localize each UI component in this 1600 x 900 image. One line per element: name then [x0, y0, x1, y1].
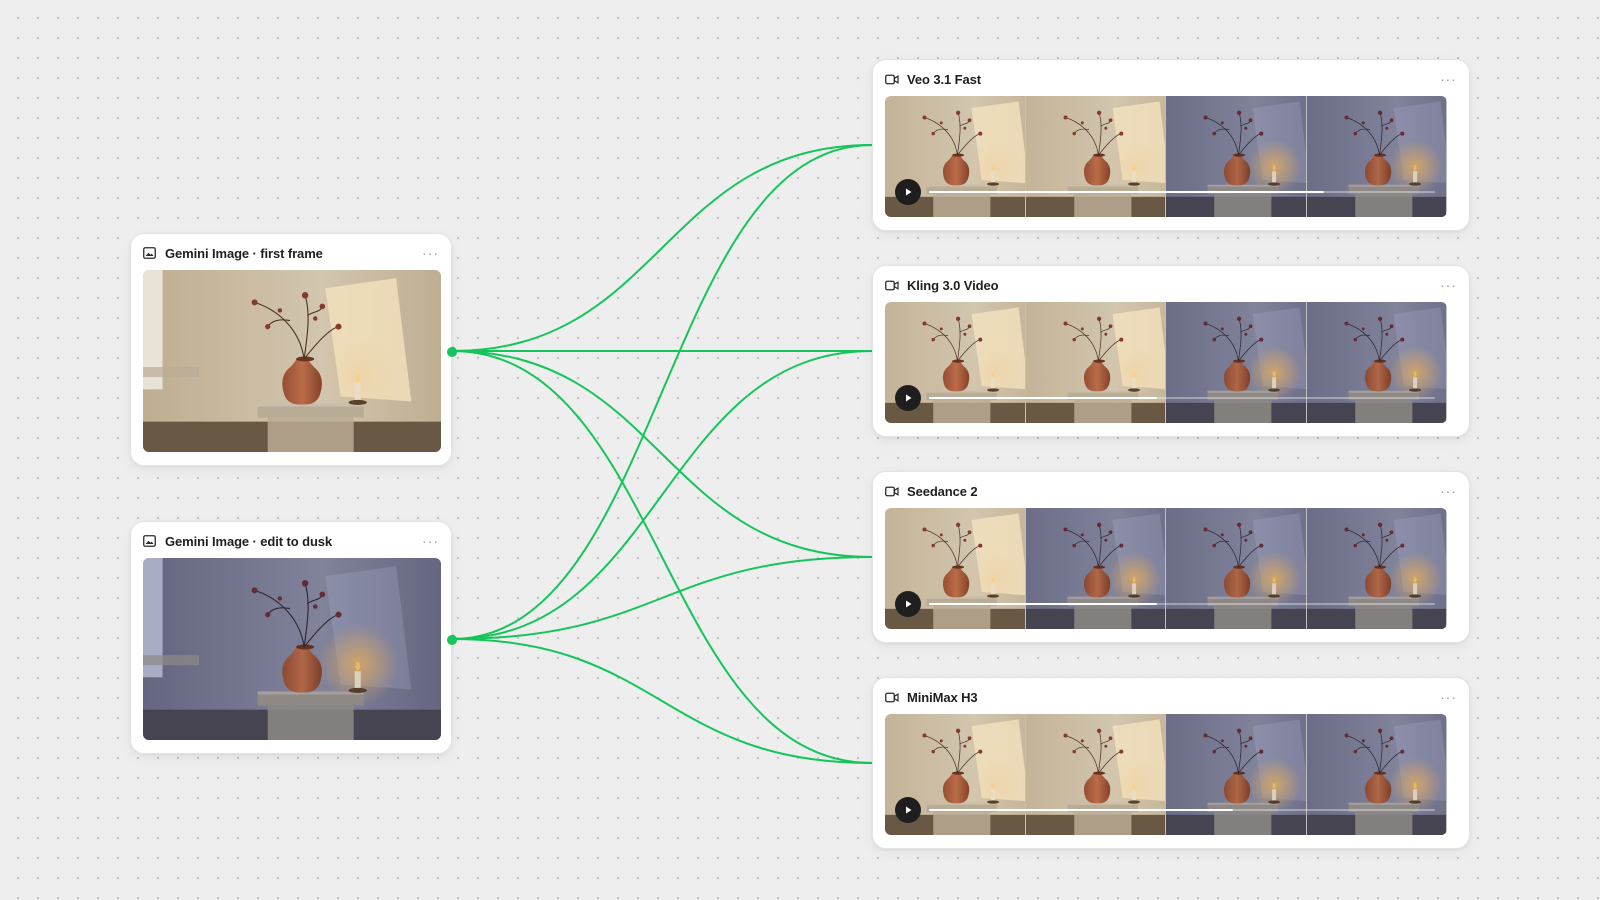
more-options-icon[interactable]: ···: [1440, 71, 1457, 87]
video-preview[interactable]: [885, 714, 1447, 835]
node-header: Veo 3.1 Fast ···: [885, 70, 1457, 88]
play-button[interactable]: [895, 797, 921, 823]
video-frame: [994, 96, 1197, 217]
node-header: Gemini Image · first frame ···: [143, 244, 439, 262]
still-life-illustration: [994, 508, 1197, 629]
video-frame: [1275, 714, 1447, 835]
output-handle[interactable]: [447, 635, 457, 645]
still-life-illustration: [1134, 96, 1337, 217]
connection-edge[interactable]: [451, 556, 873, 640]
image-preview: [143, 270, 441, 452]
video-node-veo[interactable]: Veo 3.1 Fast ···: [872, 59, 1470, 231]
video-progress-bar[interactable]: [929, 809, 1435, 811]
still-life-illustration: [1134, 302, 1337, 423]
connection-edge[interactable]: [451, 350, 873, 558]
node-header: Kling 3.0 Video ···: [885, 276, 1457, 294]
image-node-first-frame[interactable]: Gemini Image · first frame ···: [130, 233, 457, 466]
output-handle[interactable]: [447, 347, 457, 357]
connection-edge[interactable]: [451, 144, 873, 352]
video-preview[interactable]: [885, 302, 1447, 423]
node-title: Kling 3.0 Video: [907, 277, 999, 293]
video-progress-fill: [929, 191, 1324, 193]
image-icon: [143, 534, 157, 548]
more-options-icon[interactable]: ···: [1440, 277, 1457, 293]
node-header: Gemini Image · edit to dusk ···: [143, 532, 439, 550]
node-title: Veo 3.1 Fast: [907, 71, 981, 87]
still-life-illustration: [1134, 714, 1337, 835]
video-progress-fill: [929, 809, 1233, 811]
video-icon: [885, 72, 899, 86]
video-progress-fill: [929, 397, 1157, 399]
video-progress-fill: [929, 603, 1157, 605]
video-frame: [994, 302, 1197, 423]
video-frame: [1134, 96, 1337, 217]
video-frame: [1275, 508, 1447, 629]
connection-edge[interactable]: [451, 144, 873, 640]
video-node-kling[interactable]: Kling 3.0 Video ···: [872, 265, 1470, 437]
video-progress-bar[interactable]: [929, 191, 1435, 193]
node-title: Seedance 2: [907, 483, 978, 499]
still-life-illustration: [1275, 508, 1447, 629]
more-options-icon[interactable]: ···: [422, 245, 439, 261]
video-frame: [1134, 714, 1337, 835]
still-life-illustration: [143, 558, 441, 740]
connection-edge[interactable]: [451, 350, 873, 640]
video-frame: [994, 508, 1197, 629]
video-preview[interactable]: [885, 508, 1447, 629]
still-life-illustration: [143, 270, 441, 452]
image-preview: [143, 558, 441, 740]
still-life-illustration: [1275, 96, 1447, 217]
still-life-illustration: [1275, 714, 1447, 835]
video-node-minimax[interactable]: MiniMax H3 ···: [872, 677, 1470, 849]
play-button[interactable]: [895, 179, 921, 205]
play-icon: [906, 188, 912, 196]
video-node-seedance[interactable]: Seedance 2 ···: [872, 471, 1470, 643]
connection-edge[interactable]: [451, 350, 873, 764]
node-title: MiniMax H3: [907, 689, 978, 705]
more-options-icon[interactable]: ···: [1440, 689, 1457, 705]
video-frame: [1275, 96, 1447, 217]
node-header: Seedance 2 ···: [885, 482, 1457, 500]
still-life-illustration: [1275, 302, 1447, 423]
play-button[interactable]: [895, 591, 921, 617]
image-icon: [143, 246, 157, 260]
video-frame: [1134, 302, 1337, 423]
video-icon: [885, 690, 899, 704]
node-header: MiniMax H3 ···: [885, 688, 1457, 706]
video-icon: [885, 278, 899, 292]
more-options-icon[interactable]: ···: [422, 533, 439, 549]
video-frame: [994, 714, 1197, 835]
video-progress-bar[interactable]: [929, 397, 1435, 399]
more-options-icon[interactable]: ···: [1440, 483, 1457, 499]
play-button[interactable]: [895, 385, 921, 411]
play-icon: [906, 600, 912, 608]
still-life-illustration: [1134, 508, 1337, 629]
play-icon: [906, 806, 912, 814]
node-title: Gemini Image · edit to dusk: [165, 533, 333, 549]
video-preview[interactable]: [885, 96, 1447, 217]
play-icon: [906, 394, 912, 402]
still-life-illustration: [994, 96, 1197, 217]
video-icon: [885, 484, 899, 498]
still-life-illustration: [994, 302, 1197, 423]
image-node-edit-to-dusk[interactable]: Gemini Image · edit to dusk ···: [130, 521, 457, 754]
connection-edge[interactable]: [451, 638, 873, 764]
node-title: Gemini Image · first frame: [165, 245, 323, 261]
video-frame: [1275, 302, 1447, 423]
still-life-illustration: [994, 714, 1197, 835]
video-progress-bar[interactable]: [929, 603, 1435, 605]
video-frame: [1134, 508, 1337, 629]
